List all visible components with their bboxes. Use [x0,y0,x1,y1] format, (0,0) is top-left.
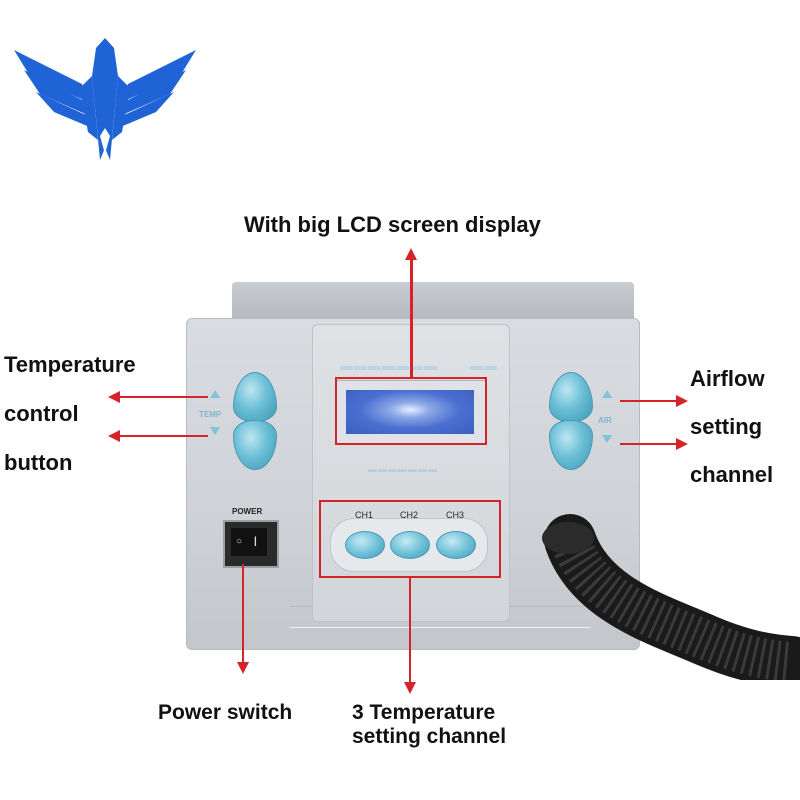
temperature-annotation-line-2: control [4,401,79,426]
temp-up-arrow-icon [210,390,220,398]
ch1-label: CH1 [354,510,373,520]
model-text-blur: ▬▬▬▬▬▬▬ [340,358,438,373]
temp-side-label: TEMP [199,410,222,419]
channels-annotation-line-1: 3 Temperature [352,701,496,724]
lcd-arrow-line [410,256,413,378]
power-arrow-head-icon [237,662,249,674]
panel-caption-blur: ▬▬▬▬▬▬▬ [368,464,438,474]
channels-arrow-line [409,578,411,684]
air-arrow-2-line [620,443,678,445]
temp-down-arrow-icon [210,427,220,435]
model-suffix-blur: ▬▬ [470,358,498,373]
temperature-annotation-line-3: button [4,450,73,475]
power-on-symbol-icon: | [254,536,257,547]
air-arrow-1-line [620,400,678,402]
channels-arrow-head-icon [404,682,416,694]
lcd-arrow-head-icon [405,248,417,260]
air-hose [542,514,800,680]
air-up-button[interactable] [549,372,593,422]
channels-callout-box [319,500,501,578]
ch3-button[interactable] [436,531,476,559]
ch1-button[interactable] [345,531,385,559]
ch2-button[interactable] [390,531,430,559]
temperature-annotation-line-1: Temperature [4,352,136,377]
ch2-label: CH2 [399,510,418,520]
air-side-label: AIR [598,416,612,425]
temp-arrow-1-line [118,396,208,398]
air-arrow-1-head-icon [676,395,688,407]
lcd-screen [346,390,474,434]
air-arrow-2-head-icon [676,438,688,450]
airflow-annotation-line-1: Airflow [690,366,765,391]
airflow-annotation-line-3: channel [690,462,774,487]
lcd-annotation: With big LCD screen display [244,212,541,237]
machine-top-cover [232,282,634,322]
power-off-symbol-icon: ○ [236,536,243,547]
eagle-icon [14,38,196,160]
power-annotation: Power switch [158,701,293,724]
air-up-arrow-icon [602,390,612,398]
lcd-callout-box [335,377,487,445]
temp-arrow-2-head-icon [108,430,120,442]
temp-arrow-2-line [118,435,208,437]
power-switch[interactable]: ○ | [231,528,267,556]
channels-annotation-line-2: setting channel [352,725,507,748]
airflow-annotation-line-2: setting [690,414,763,439]
air-down-arrow-icon [602,435,612,443]
power-caption: POWER [232,507,263,516]
temp-arrow-1-head-icon [108,391,120,403]
power-arrow-line [242,564,244,664]
ch3-label: CH3 [445,510,464,520]
temp-up-button[interactable] [233,372,277,422]
